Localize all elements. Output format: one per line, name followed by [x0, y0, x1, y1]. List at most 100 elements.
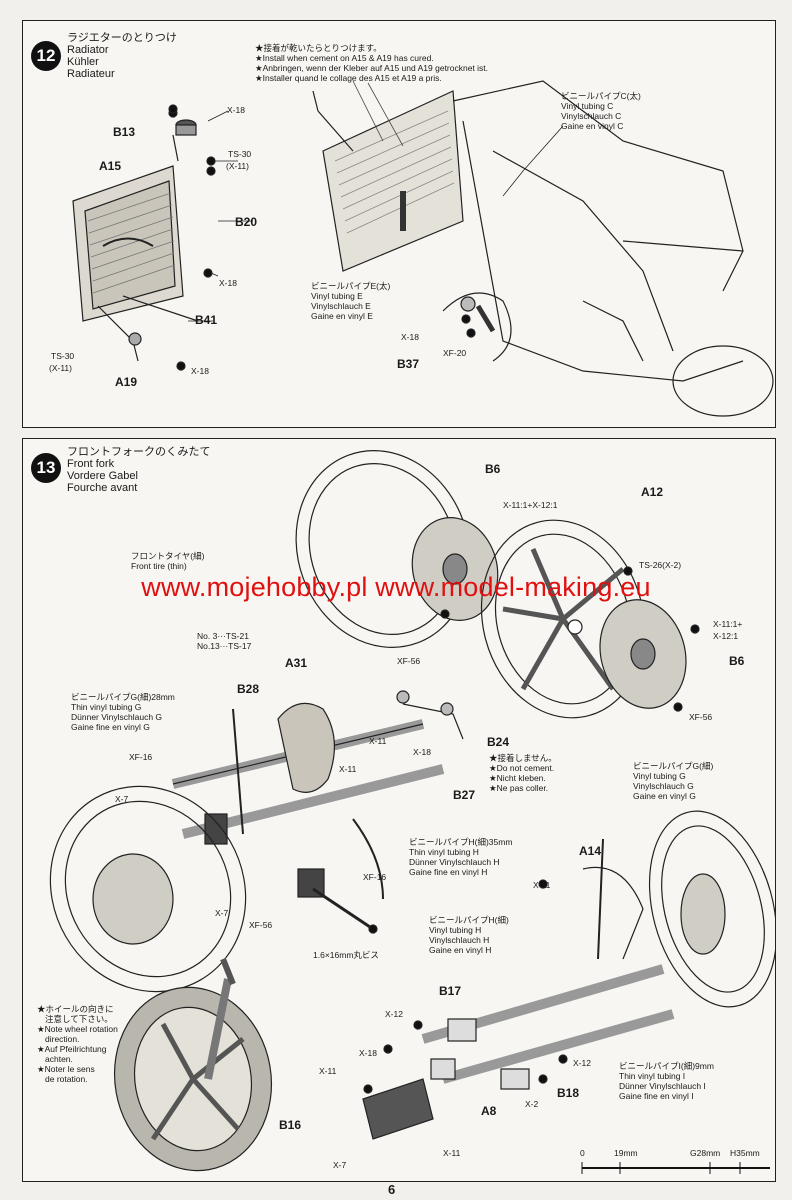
tubing-i-fr: Gaine fine en vinyl I	[619, 1091, 694, 1101]
note-en: ★Install when cement on A15 & A19 has cu…	[255, 53, 434, 63]
note-jp: ★接着が乾いたらとりつけます。	[255, 43, 382, 53]
part-label: X-18	[413, 747, 431, 757]
watermark-text: www.mojehobby.pl www.model-making.eu	[141, 572, 651, 602]
step-number: 13	[31, 453, 61, 483]
part-label: XF-56	[689, 712, 713, 722]
tubing-h2-en: Vinyl tubing H	[429, 925, 482, 935]
part-label: X-11	[533, 880, 551, 890]
part-label: XF-56	[249, 920, 273, 930]
tubing-g2-jp: ビニールパイプG(細)	[633, 761, 714, 771]
tubing-h-en: Thin vinyl tubing H	[409, 847, 479, 857]
tubing-g2-fr: Gaine en vinyl G	[633, 791, 696, 801]
part-label: (X-11)	[49, 363, 72, 373]
ts-callout: No. 3···TS-21 No.13···TS-17	[197, 631, 251, 651]
part-label: B28	[237, 682, 260, 696]
part-label: B17	[439, 984, 462, 998]
tubing-e-fr: Gaine en vinyl E	[311, 311, 373, 321]
tubing-g-callout: ビニールパイプG(細)28mm Thin vinyl tubing G Dünn…	[71, 692, 175, 732]
part-label: B16	[279, 1118, 302, 1132]
part-label: X-18	[219, 278, 237, 288]
part-label: XF-16	[129, 752, 153, 762]
part-label: X-2	[525, 1099, 539, 1109]
part-label: X-11	[319, 1066, 337, 1076]
tubing-c-en: Vinyl tubing C	[561, 101, 614, 111]
title-fr: Fourche avant	[67, 482, 138, 494]
title-jp: フロントフォークのくみたて	[67, 446, 211, 458]
wheel-note-de1: ★Auf Pfeilrichtung	[37, 1044, 107, 1054]
part-label: X-18	[227, 105, 245, 115]
wheel-note-fr2: de rotation.	[45, 1074, 88, 1084]
part-label: X-11	[339, 764, 357, 774]
tubing-c-fr: Gaine en vinyl C	[561, 121, 624, 131]
part-label: A15	[99, 159, 122, 173]
tubing-g2-en: Vinyl tubing G	[633, 771, 686, 781]
front-tire-callout: フロントタイヤ(細) Front tire (thin)	[131, 551, 204, 571]
part-label: X-11:1+X-12:1	[503, 500, 558, 510]
part-label: A19	[115, 375, 138, 389]
tubing-g2-de: Vinylschlauch G	[633, 781, 694, 791]
tubing-g2-callout: ビニールパイプG(細) Vinyl tubing G Vinylschlauch…	[633, 761, 713, 801]
part-label: B37	[397, 357, 420, 371]
no-cement-note: ★接着しません。 ★Do not cement. ★Nicht kleben. …	[489, 753, 557, 793]
part-label: A12	[641, 485, 664, 499]
part-label: A14	[579, 844, 602, 858]
tubing-h2-jp: ビニールパイプH(細)	[429, 915, 509, 925]
wheel-note-jp2: 注意して下さい。	[45, 1014, 113, 1024]
part-label: B20	[235, 215, 258, 229]
part-label: TS-26(X-2)	[639, 560, 682, 570]
part-label: XF-20	[443, 348, 467, 358]
cure-note: ★接着が乾いたらとりつけます。 ★Install when cement on …	[255, 43, 488, 83]
no-cement-jp: ★接着しません。	[489, 753, 557, 763]
step-13-diagram	[49, 450, 775, 1172]
step-13-panel: 13 フロントフォークのくみたて Front fork Vordere Gabe…	[22, 438, 776, 1182]
no-cement-en: ★Do not cement.	[489, 763, 555, 773]
part-label: B6	[485, 462, 501, 476]
part-label: B24	[487, 735, 510, 749]
wheel-note-jp1: ★ホイールの向きに	[37, 1004, 114, 1014]
page-number: 6	[388, 1182, 396, 1197]
tubing-g-de: Dünner Vinylschlauch G	[71, 712, 163, 722]
tubing-g-en: Thin vinyl tubing G	[71, 702, 142, 712]
tubing-c-jp: ビニールパイプC(太)	[561, 91, 641, 101]
title-en: Front fork	[67, 458, 115, 470]
part-label: X-11:1+	[713, 619, 743, 629]
part-label: XF-16	[363, 872, 387, 882]
tubing-h-jp: ビニールパイプH(細)35mm	[409, 837, 513, 847]
part-label: X-11	[369, 736, 387, 746]
note-de: ★Anbringen, wenn der Kleber auf A15 und …	[255, 63, 489, 73]
part-label: XF-56	[397, 656, 421, 666]
ts21: No. 3···TS-21	[197, 631, 249, 641]
tubing-i-en: Thin vinyl tubing I	[619, 1071, 686, 1081]
part-label: X-18	[359, 1048, 377, 1058]
part-label: B13	[113, 125, 136, 139]
tubing-h-callout: ビニールパイプH(細)35mm Thin vinyl tubing H Dünn…	[409, 837, 512, 877]
tubing-e-callout: ビニールパイプE(太) Vinyl tubing E Vinylschlauch…	[311, 281, 390, 321]
scale-g28: G28mm	[690, 1148, 721, 1158]
tubing-h-de: Dünner Vinylschlauch H	[409, 857, 500, 867]
title-fr: Radiateur	[67, 68, 115, 80]
ts17: No.13···TS-17	[197, 641, 252, 651]
tubing-c-de: Vinylschlauch C	[561, 111, 622, 121]
front-tire-en: Front tire (thin)	[131, 561, 187, 571]
part-label: X-12	[573, 1058, 591, 1068]
scale-ruler	[581, 1162, 770, 1174]
tubing-g-jp: ビニールパイプG(細)28mm	[71, 692, 175, 702]
wheel-note-en1: ★Note wheel rotation	[37, 1024, 118, 1034]
step-number: 12	[31, 41, 61, 71]
tubing-h2-de: Vinylschlauch H	[429, 935, 490, 945]
tubing-i-callout: ビニールパイプI(細)9mm Thin vinyl tubing I Dünne…	[619, 1061, 714, 1101]
part-label: B18	[557, 1086, 580, 1100]
scale-h35: H35mm	[730, 1148, 760, 1158]
tubing-g-fr: Gaine fine en vinyl G	[71, 722, 150, 732]
tubing-h2-fr: Gaine en vinyl H	[429, 945, 492, 955]
part-label: X-18	[191, 366, 209, 376]
no-cement-fr: ★Ne pas coller.	[489, 783, 549, 793]
note-fr: ★Installer quand le collage des A15 et A…	[255, 73, 442, 83]
scale-zero: 0	[580, 1148, 585, 1158]
part-label: A31	[285, 656, 308, 670]
tubing-c-callout: ビニールパイプC(太) Vinyl tubing C Vinylschlauch…	[561, 91, 641, 131]
title-de: Kühler	[67, 56, 99, 68]
title-jp: ラジエターのとりつけ	[67, 32, 177, 44]
part-label: B6	[729, 654, 745, 668]
tubing-h2-callout: ビニールパイプH(細) Vinyl tubing H Vinylschlauch…	[429, 915, 509, 955]
